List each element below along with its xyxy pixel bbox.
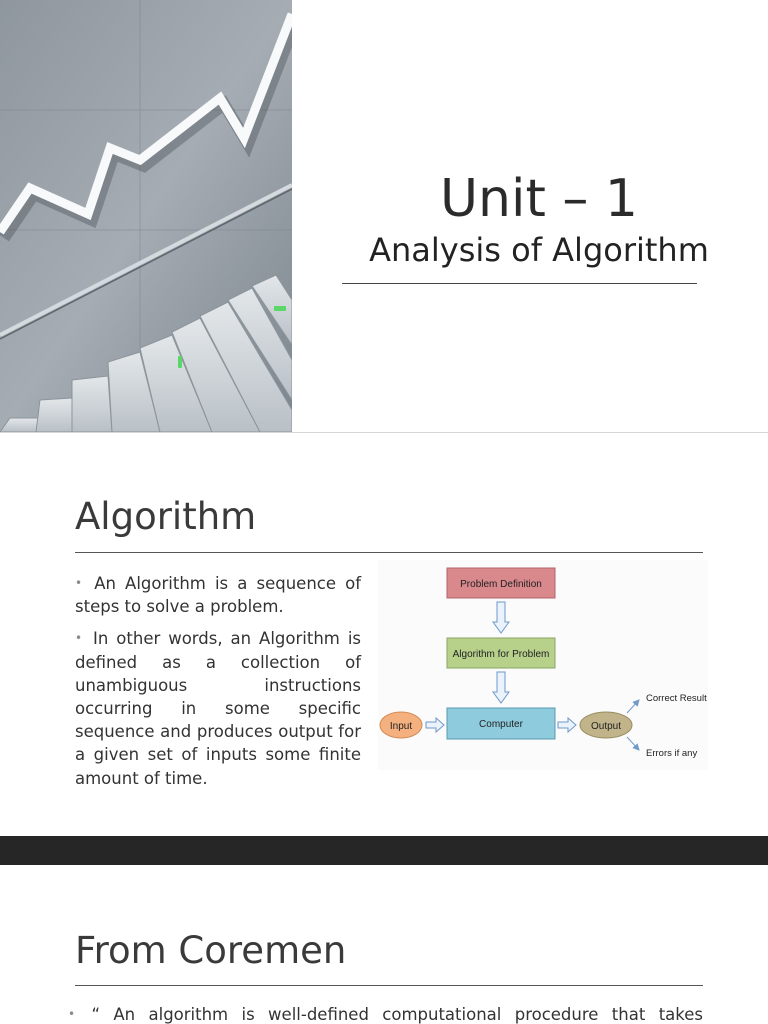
problem-definition-box [446, 567, 556, 599]
bullet-item: • “ An algorithm is well-defined computa… [68, 1003, 703, 1024]
slide-title: Unit – 1 [440, 169, 638, 229]
slide-subtitle: Analysis of Algorithm [369, 231, 709, 269]
slide-separator [0, 432, 768, 433]
computer-box [446, 707, 556, 740]
bullet-list: • An Algorithm is a sequence of steps to… [75, 572, 361, 799]
algorithm-flow-diagram: Problem Definition Algorithm for Problem… [378, 560, 708, 770]
heading-divider [75, 985, 703, 986]
dark-separator-band [0, 836, 768, 865]
bullet-dot-icon: • [75, 631, 83, 646]
bullet-text: An Algorithm is a sequence of steps to s… [75, 574, 362, 617]
bullet-item: • In other words, an Algorithm is define… [75, 627, 361, 789]
input-oval [379, 711, 423, 739]
errors-label: Errors if any [646, 748, 697, 759]
bullet-text: “ An algorithm is well-defined computati… [91, 1005, 703, 1024]
slide-heading: Algorithm [75, 495, 257, 538]
algorithm-slide: Algorithm • An Algorithm is a sequence o… [0, 433, 768, 836]
title-divider [342, 283, 697, 284]
output-label: Output [591, 721, 621, 732]
bullet-dot-icon: • [68, 1007, 76, 1021]
bullet-text: In other words, an Algorithm is defined … [75, 629, 361, 788]
slide-heading: From Coremen [75, 929, 347, 972]
input-label: Input [390, 721, 412, 732]
problem-definition-label: Problem Definition [460, 579, 542, 590]
bullet-item: • An Algorithm is a sequence of steps to… [75, 572, 361, 618]
title-slide: Unit – 1 Analysis of Algorithm [0, 0, 768, 432]
bullet-dot-icon: • [75, 576, 83, 590]
stairs-growth-photo [0, 0, 292, 432]
output-oval [579, 711, 633, 739]
heading-divider [75, 552, 703, 553]
correct-result-label: Correct Result [646, 693, 707, 704]
computer-label: Computer [479, 719, 524, 730]
algorithm-label: Algorithm for Problem [453, 649, 550, 660]
algorithm-box [446, 637, 556, 669]
coremen-slide: From Coremen • “ An algorithm is well-de… [0, 865, 768, 1024]
